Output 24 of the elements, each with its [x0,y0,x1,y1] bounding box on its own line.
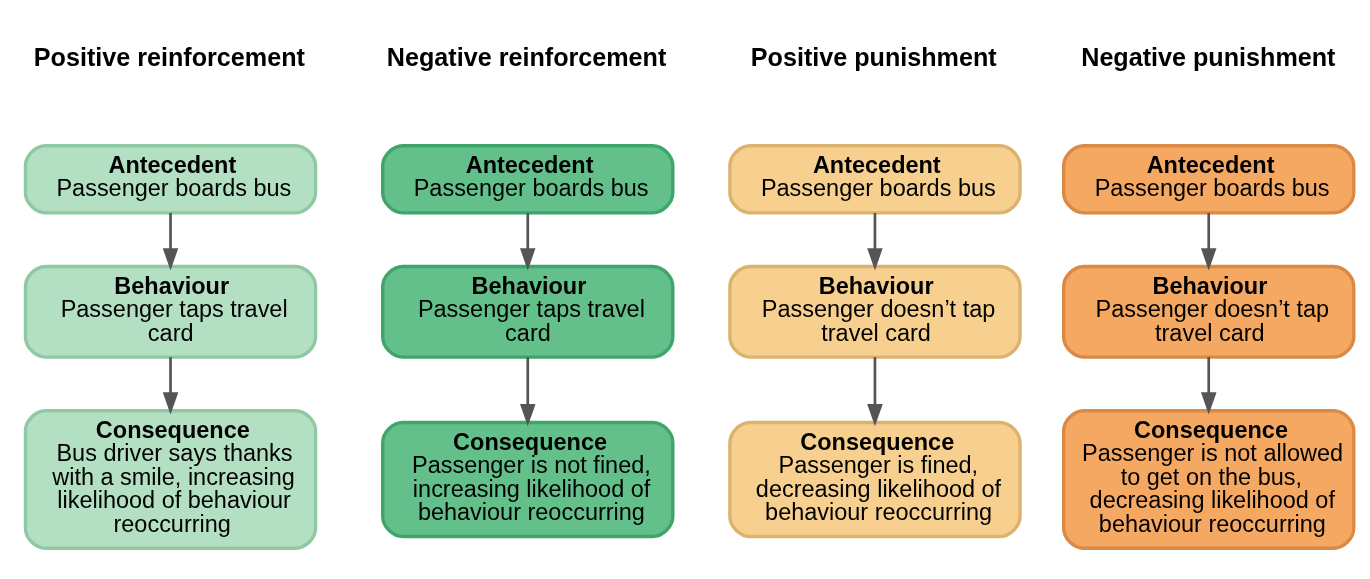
node-box: Antecedent Passenger boards bus [1061,143,1356,215]
label: Positive punishment [750,42,997,71]
node-box: Behaviour Passenger taps travel card [381,264,675,359]
label: Negative reinforcement [386,42,667,71]
node-box: Behaviour Passenger doesn’t tap travel card [1061,264,1356,359]
node-box: Consequence Passenger is not fined, increasing likelihood of behaviour reoccurring [381,420,675,538]
arrow [520,356,536,426]
arrow [162,356,179,414]
node-box: Consequence Passenger is fined, decreasing likelihood of behaviour reoccurring [728,420,1022,538]
arrow [162,212,179,270]
node-box: Antecedent Passenger boards bus [728,143,1022,215]
node-box: Antecedent Passenger boards bus [23,143,318,215]
node-box: Behaviour Passenger doesn’t tap travel card [728,264,1022,359]
node-box: Antecedent Passenger boards bus [381,143,675,215]
arrow [1200,212,1217,270]
label: Positive reinforcement [33,42,305,71]
node-box: Consequence Bus driver says thanks with a smile, increasing likelihood of behaviour reoccurring [23,408,318,550]
arrow [520,212,536,270]
node-box: Consequence Passenger is not allowed to get on the bus, decreasing likelihood of behaviour reoccurring [1061,408,1356,550]
arrow [1200,356,1217,414]
node-box: Behaviour Passenger taps travel card [23,264,318,359]
label: Negative punishment [1081,42,1336,71]
arrow [867,212,883,270]
arrow [867,356,883,426]
